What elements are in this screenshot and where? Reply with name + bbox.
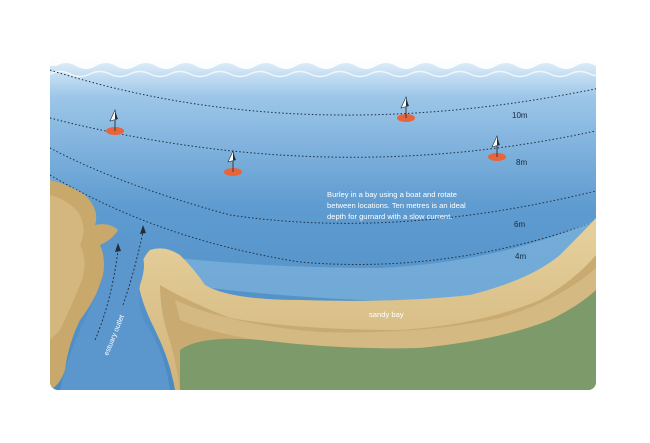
sandy-bay-label: sandy bay — [369, 310, 404, 319]
shallow-water — [150, 220, 596, 301]
flow-arrow-head-1 — [115, 243, 121, 252]
estuary-channel — [60, 232, 170, 390]
depth-label-8m: 8m — [516, 158, 527, 167]
buoy — [224, 150, 242, 176]
depth-label-10m: 10m — [512, 111, 528, 120]
depth-contours — [50, 69, 596, 265]
buoy — [488, 135, 506, 161]
contour-10m — [50, 69, 596, 116]
description-line-2: between locations. Ten metres is an idea… — [327, 201, 466, 210]
buoy — [106, 109, 124, 135]
surface-waves — [50, 57, 596, 69]
depth-label-4m: 4m — [515, 252, 526, 261]
grassland — [180, 290, 596, 390]
contour-6m — [50, 147, 596, 224]
flow-arrow-head-2 — [140, 225, 146, 234]
contour-4m — [50, 174, 596, 265]
description-line-1: Burley in a bay using a boat and rotate — [327, 190, 457, 199]
description-line-3: depth for gurnard with a slow current. — [327, 212, 452, 221]
flow-arrows — [94, 231, 144, 341]
depth-label-6m: 6m — [514, 220, 525, 229]
buoy — [397, 96, 415, 122]
